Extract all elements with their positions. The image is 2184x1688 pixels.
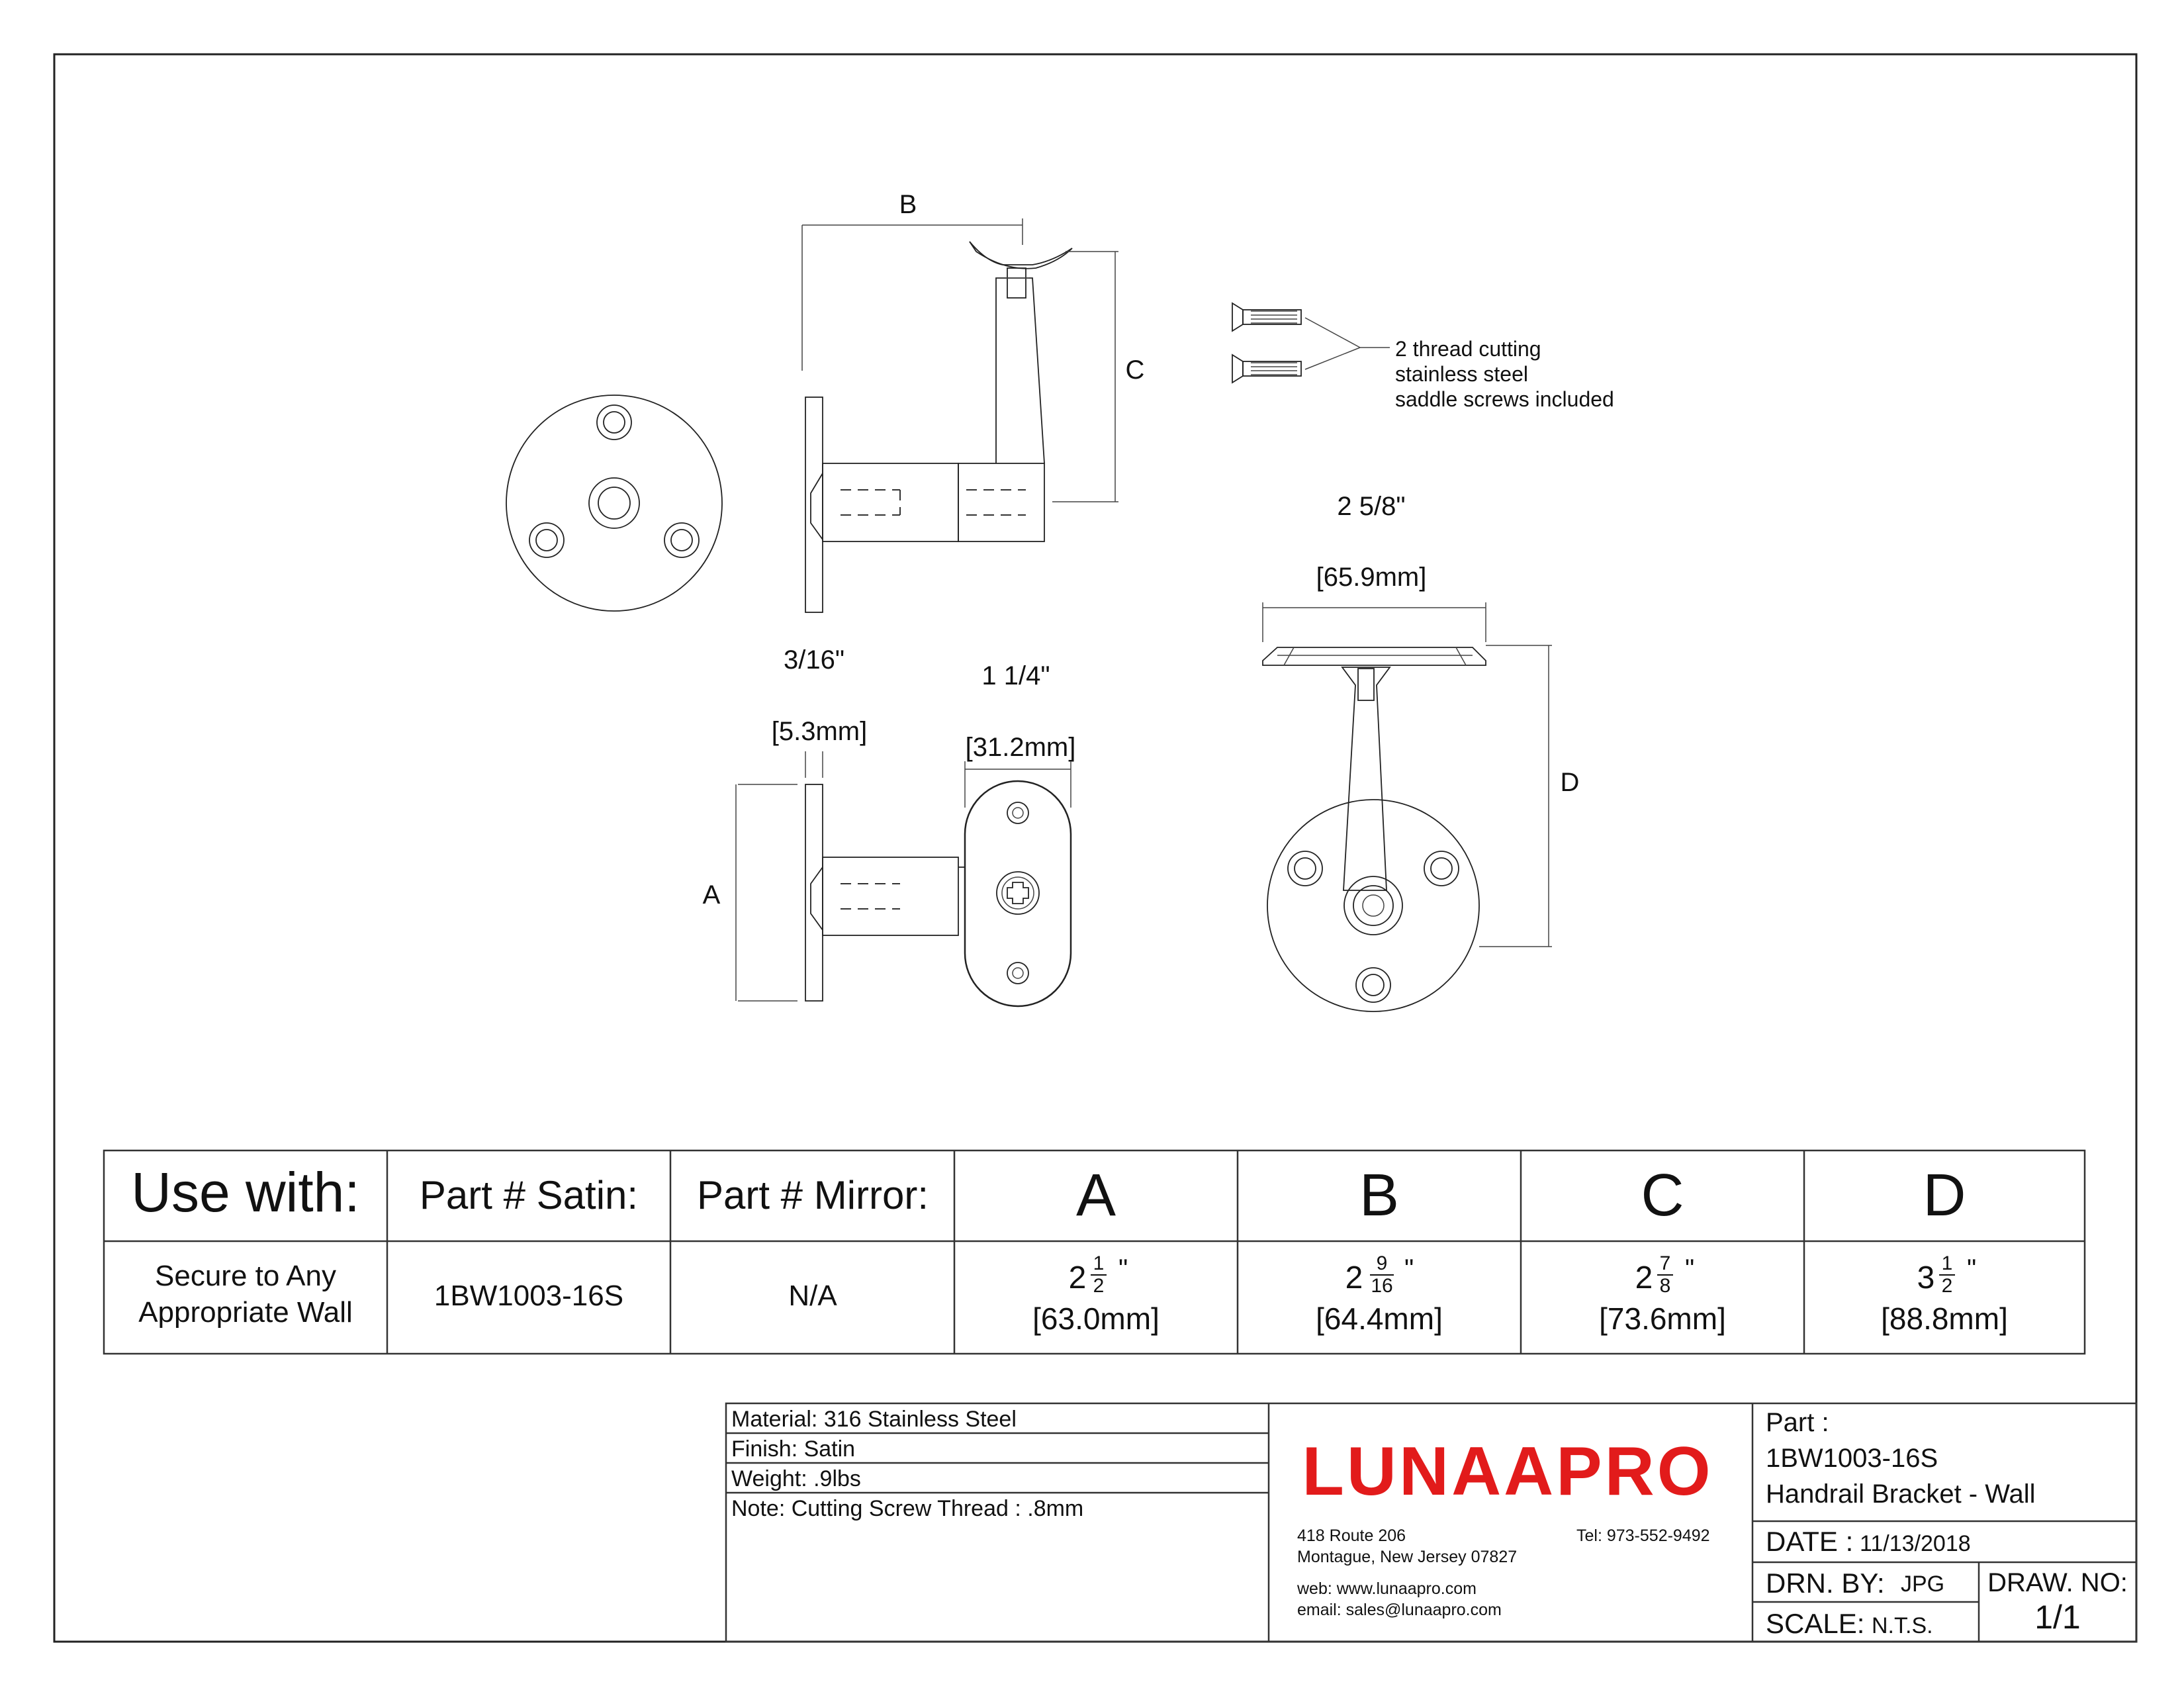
part-mirror-value: N/A <box>788 1280 837 1312</box>
dim-c-num: 7 <box>1660 1252 1671 1274</box>
dim-b-den: 16 <box>1371 1275 1392 1297</box>
bracket-lower-side-view: 3/16" [5.3mm] A 1 1/4" [31.2mm] <box>703 645 1076 1008</box>
dim-width-inch: 2 5/8" <box>1337 492 1405 521</box>
dim-label-a: A <box>703 880 721 910</box>
drawn-by-label: DRN. BY: <box>1766 1568 1885 1599</box>
use-with-line1: Secure to Any <box>155 1260 336 1292</box>
table-header-d: D <box>1923 1162 1966 1229</box>
table-header-use-with: Use with: <box>131 1161 359 1223</box>
saddle-screws: 2 thread cutting stainless steel saddle … <box>1232 302 1614 411</box>
dim-a-inch: " <box>1118 1254 1128 1284</box>
telephone: Tel: 973-552-9492 <box>1576 1526 1710 1545</box>
screw-note-line2: stainless steel <box>1395 362 1528 386</box>
date-label: DATE : <box>1766 1526 1853 1557</box>
dim-d-inch: " <box>1967 1254 1976 1284</box>
email: email: sales@lunaapro.com <box>1297 1601 1502 1619</box>
flange-front-view <box>506 395 723 612</box>
scale-value: N.T.S. <box>1872 1613 1933 1638</box>
weight-text: Weight: .9lbs <box>731 1466 861 1491</box>
dim-label-c: C <box>1126 355 1145 385</box>
dim-a-num: 1 <box>1093 1252 1105 1274</box>
dim-b-num: 9 <box>1377 1252 1388 1274</box>
draw-no-value: 1/1 <box>2034 1599 2081 1636</box>
address-line2: Montague, New Jersey 07827 <box>1297 1548 1517 1566</box>
bracket-front-view: 2 5/8" [65.9mm] D <box>1262 492 1580 1012</box>
dim-plate-inch: 3/16" <box>784 645 844 675</box>
title-block: Material: 316 Stainless Steel Finish: Sa… <box>725 1402 2138 1643</box>
dim-label-b: B <box>899 190 917 219</box>
scale-label: SCALE: <box>1766 1608 1864 1639</box>
note-text: Note: Cutting Screw Thread : .8mm <box>731 1496 1083 1521</box>
dim-d-value: 3 1 2 " [88.8mm] <box>1881 1252 2008 1336</box>
bracket-side-view: B C <box>801 190 1145 613</box>
part-label: Part : <box>1766 1408 1829 1437</box>
table-header-part-satin: Part # Satin: <box>420 1173 638 1217</box>
use-with-line2: Appropriate Wall <box>138 1296 353 1329</box>
address-line1: 418 Route 206 <box>1297 1526 1406 1545</box>
dim-width-mm: [65.9mm] <box>1316 563 1427 592</box>
dim-label-d: D <box>1561 768 1580 797</box>
dim-d-den: 2 <box>1942 1275 1953 1297</box>
website: web: www.lunaapro.com <box>1297 1579 1477 1598</box>
table-header-c: C <box>1641 1162 1684 1229</box>
dim-plate-mm: [5.3mm] <box>772 717 867 746</box>
dim-c-den: 8 <box>1660 1275 1671 1297</box>
screw-note-line1: 2 thread cutting <box>1395 337 1541 361</box>
dim-saddle-inch: 1 1/4" <box>981 661 1050 690</box>
table-header-part-mirror: Part # Mirror: <box>697 1173 929 1217</box>
part-satin-value: 1BW1003-16S <box>434 1280 623 1312</box>
screw-note-line3: saddle screws included <box>1395 387 1614 411</box>
dim-c-inch: " <box>1685 1254 1694 1284</box>
dim-d-whole: 3 <box>1917 1260 1935 1295</box>
draw-no-label: DRAW. NO: <box>1987 1568 2128 1597</box>
part-description: Handrail Bracket - Wall <box>1766 1479 2036 1509</box>
dim-c-mm: [73.6mm] <box>1599 1301 1726 1336</box>
dim-c-value: 2 7 8 " [73.6mm] <box>1599 1252 1726 1336</box>
date-value: 11/13/2018 <box>1860 1531 1971 1556</box>
dim-a-value: 2 1 2 " [63.0mm] <box>1032 1252 1160 1336</box>
dim-saddle-mm: [31.2mm] <box>966 733 1076 762</box>
company-logo: LUNAAPRO <box>1302 1433 1713 1510</box>
part-number: 1BW1003-16S <box>1766 1444 1938 1473</box>
dim-a-mm: [63.0mm] <box>1032 1301 1160 1336</box>
table-header-b: B <box>1359 1162 1399 1229</box>
dim-d-num: 1 <box>1942 1252 1953 1274</box>
dim-b-whole: 2 <box>1345 1260 1363 1295</box>
spec-table: Use with: Part # Satin: Part # Mirror: A… <box>103 1149 2086 1355</box>
finish-text: Finish: Satin <box>731 1436 855 1462</box>
dim-b-inch: " <box>1404 1254 1414 1284</box>
dim-b-value: 2 9 16 " [64.4mm] <box>1316 1252 1443 1336</box>
drawn-by-value: JPG <box>1901 1571 1944 1597</box>
dim-a-den: 2 <box>1093 1275 1105 1297</box>
dim-c-whole: 2 <box>1635 1260 1653 1295</box>
dim-a-whole: 2 <box>1069 1260 1087 1295</box>
dim-b-mm: [64.4mm] <box>1316 1301 1443 1336</box>
dim-d-mm: [88.8mm] <box>1881 1301 2008 1336</box>
material-text: Material: 316 Stainless Steel <box>731 1407 1017 1432</box>
table-header-a: A <box>1076 1162 1116 1229</box>
